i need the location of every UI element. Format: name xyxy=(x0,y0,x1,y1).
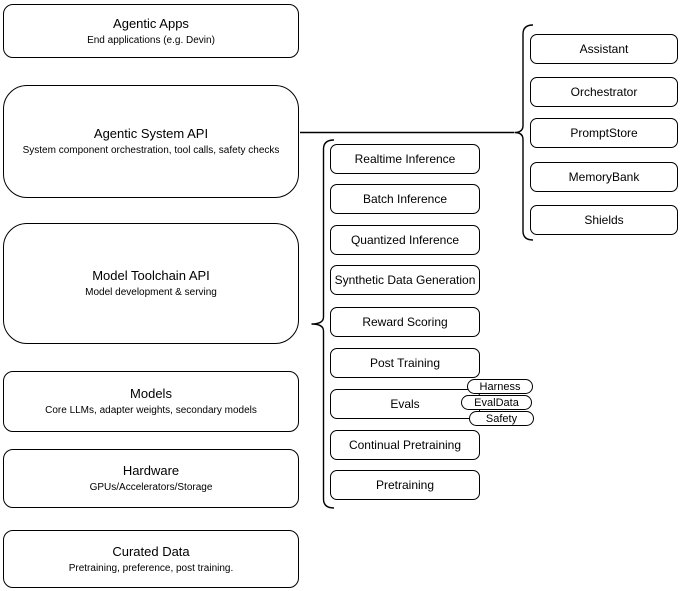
box-subtitle: Core LLMs, adapter weights, secondary mo… xyxy=(45,405,257,416)
toolchain-item-pretraining: Pretraining xyxy=(330,470,480,500)
box-hardware: Hardware GPUs/Accelerators/Storage xyxy=(3,449,299,508)
toolchain-item-post-training: Post Training xyxy=(330,348,480,378)
box-subtitle: Model development & serving xyxy=(85,287,217,298)
box-title: Models xyxy=(130,386,172,401)
box-subtitle: Pretraining, preference, post training. xyxy=(68,562,234,574)
box-subtitle: End applications (e.g. Devin) xyxy=(87,34,215,46)
box-title: Hardware xyxy=(122,463,180,478)
box-model-toolchain-api: Model Toolchain API Model development & … xyxy=(3,223,299,344)
toolchain-item-evals: Evals xyxy=(330,389,480,419)
toolchain-item-synthetic-data-generation: Synthetic Data Generation xyxy=(330,265,480,295)
component-assistant: Assistant xyxy=(530,34,678,64)
component-shields: Shields xyxy=(530,205,678,235)
box-title: Curated Data xyxy=(112,543,190,559)
box-subtitle: GPUs/Accelerators/Storage xyxy=(89,482,213,493)
box-subtitle: System component orchestration, tool cal… xyxy=(22,145,280,156)
component-promptstore: PromptStore xyxy=(530,118,678,148)
component-orchestrator: Orchestrator xyxy=(530,77,678,107)
component-memorybank: MemoryBank xyxy=(530,162,678,192)
toolchain-item-quantized-inference: Quantized Inference xyxy=(330,225,480,255)
box-curated-data: Curated Data Pretraining, preference, po… xyxy=(3,530,299,588)
box-agentic-system-api: Agentic System API System component orch… xyxy=(3,85,299,198)
toolchain-item-realtime-inference: Realtime Inference xyxy=(330,144,480,174)
box-title: Model Toolchain API xyxy=(92,268,210,283)
evals-tag-harness: Harness xyxy=(467,379,533,394)
box-title: Agentic Apps xyxy=(113,15,189,31)
toolchain-item-continual-pretraining: Continual Pretraining xyxy=(330,430,480,460)
toolchain-item-reward-scoring: Reward Scoring xyxy=(330,307,480,337)
evals-tag-safety: Safety xyxy=(469,411,534,426)
evals-tag-evaldata: EvalData xyxy=(461,395,532,410)
box-models: Models Core LLMs, adapter weights, secon… xyxy=(3,371,299,432)
box-title: Agentic System API xyxy=(93,126,209,141)
toolchain-item-batch-inference: Batch Inference xyxy=(330,184,480,214)
box-agentic-apps: Agentic Apps End applications (e.g. Devi… xyxy=(3,4,299,58)
